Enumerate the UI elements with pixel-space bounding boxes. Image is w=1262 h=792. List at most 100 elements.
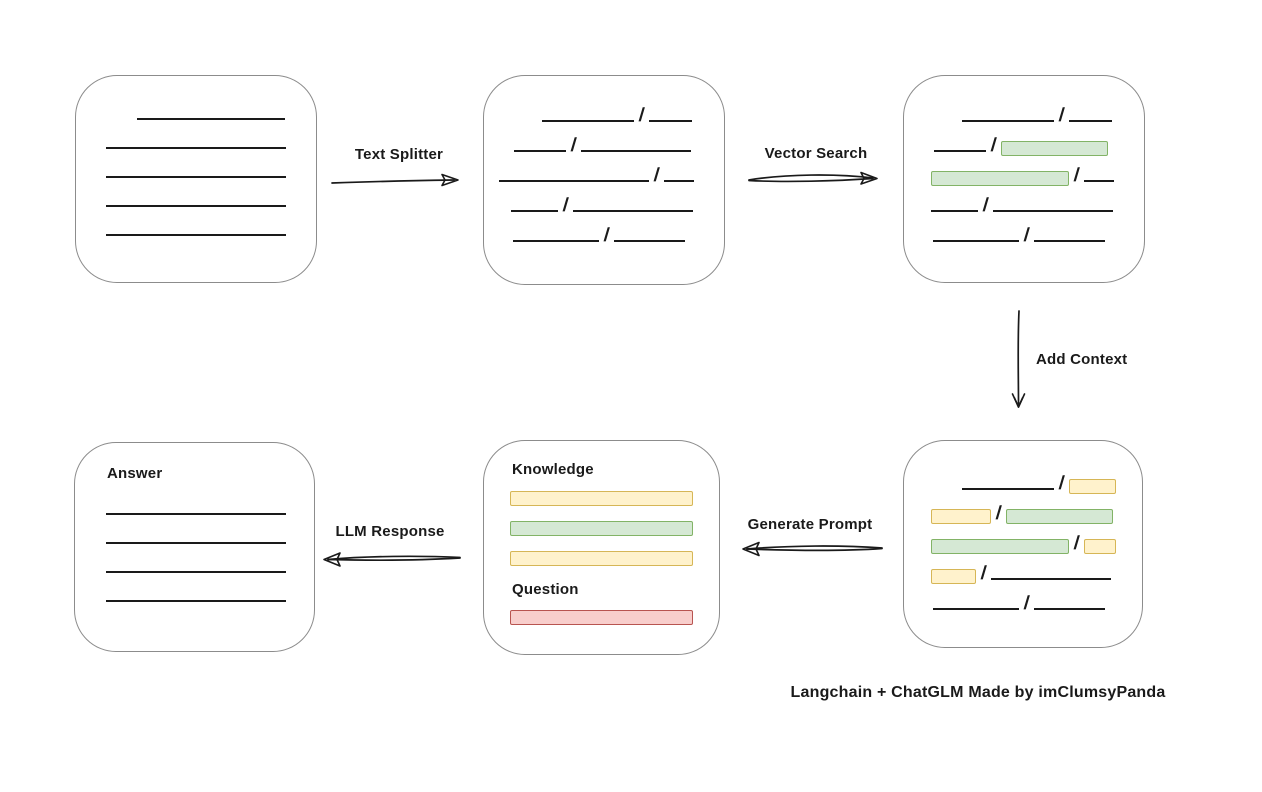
- split-chunks-node: / / / / /: [483, 75, 725, 285]
- text-line-segment: [993, 210, 1114, 212]
- answer-label: Answer: [107, 465, 163, 482]
- credit-caption: Langchain + ChatGLM Made by imClumsyPand…: [790, 684, 1166, 701]
- text-line: [106, 149, 286, 178]
- text-line-segment: [499, 180, 649, 182]
- text-line-segment: [1034, 240, 1106, 242]
- separator-slash: /: [994, 503, 1003, 524]
- yellow-chunk: [931, 509, 991, 524]
- matched-chunks-rows: /////: [904, 76, 1144, 246]
- text-line-segment: [511, 210, 558, 212]
- separator-slash: /: [1057, 473, 1066, 494]
- green-chunk: [931, 171, 1069, 186]
- text-line-segment: [934, 150, 986, 152]
- chunk-row: /: [931, 182, 1144, 216]
- yellow-chunk: [931, 569, 976, 584]
- separator-slash: /: [1022, 225, 1031, 246]
- chunk-row: /: [962, 92, 1144, 126]
- separator-slash: /: [652, 165, 661, 186]
- yellow-chunk: [1069, 479, 1117, 494]
- matched-chunks-node: /////: [903, 75, 1145, 283]
- text-line-segment: [514, 150, 566, 152]
- add-context-arrow: [1011, 310, 1026, 408]
- text-line-segment: [931, 210, 978, 212]
- text-line: [106, 178, 286, 207]
- knowledge-label: Knowledge: [512, 461, 594, 478]
- split-chunks-rows: / / / / /: [484, 76, 724, 246]
- green-chunk: [510, 521, 693, 536]
- generate-prompt-arrow: [742, 541, 883, 557]
- knowledge-bars: [484, 491, 719, 581]
- text-line-segment: [573, 210, 694, 212]
- text-line-segment: [1034, 608, 1106, 610]
- text-line-segment: [1084, 180, 1115, 182]
- separator-slash: /: [979, 563, 988, 584]
- text-line-segment: [614, 240, 686, 242]
- context-chunks-rows: / / / / /: [904, 441, 1142, 614]
- text-line-segment: [1069, 120, 1113, 122]
- prompt-node: Knowledge Question: [483, 440, 720, 655]
- add-context-label: Add Context: [1036, 351, 1128, 368]
- chunk-row: /: [931, 152, 1144, 186]
- text-line: [106, 207, 286, 236]
- yellow-chunk: [1084, 539, 1117, 554]
- text-line: [106, 573, 286, 602]
- green-chunk: [1001, 141, 1109, 156]
- separator-slash: /: [569, 135, 578, 156]
- separator-slash: /: [981, 195, 990, 216]
- text-line-segment: [933, 240, 1019, 242]
- chunk-row: [510, 491, 719, 521]
- green-chunk: [1006, 509, 1114, 524]
- chunk-row: /: [933, 212, 1144, 246]
- context-chunks-node: / / / / /: [903, 440, 1143, 648]
- chunk-row: /: [499, 152, 724, 186]
- chunk-row: /: [514, 122, 724, 156]
- chunk-row: /: [931, 490, 1142, 524]
- llm-response-arrow: [323, 552, 461, 567]
- text-line-segment: [513, 240, 599, 242]
- chunk-row: /: [962, 460, 1142, 494]
- document-lines: [76, 76, 316, 236]
- text-line-segment: [991, 578, 1112, 580]
- yellow-chunk: [510, 551, 693, 566]
- text-line-segment: [933, 608, 1019, 610]
- question-bar: [484, 610, 719, 640]
- vector-search-arrow: [748, 171, 878, 185]
- text-line: [106, 120, 286, 149]
- separator-slash: /: [602, 225, 611, 246]
- chunk-row: /: [933, 580, 1142, 614]
- separator-slash: /: [637, 105, 646, 126]
- chunk-row: /: [542, 92, 724, 126]
- red-chunk: [510, 610, 693, 625]
- text-splitter-label: Text Splitter: [354, 146, 444, 163]
- answer-node: Answer: [74, 442, 315, 652]
- separator-slash: /: [1072, 165, 1081, 186]
- chunk-row: [510, 521, 719, 551]
- text-line: [106, 486, 286, 515]
- text-line: [106, 544, 286, 573]
- chunk-row: /: [931, 520, 1142, 554]
- generate-prompt-label: Generate Prompt: [747, 516, 873, 533]
- yellow-chunk: [510, 491, 693, 506]
- question-label: Question: [512, 581, 579, 598]
- chunk-row: [510, 551, 719, 581]
- separator-slash: /: [1072, 533, 1081, 554]
- text-line: [106, 515, 286, 544]
- chunk-row: /: [511, 182, 724, 216]
- text-line-segment: [581, 150, 692, 152]
- document-node: [75, 75, 317, 283]
- text-line-segment: [664, 180, 695, 182]
- vector-search-label: Vector Search: [764, 145, 868, 162]
- chunk-row: /: [513, 212, 724, 246]
- text-line-segment: [649, 120, 693, 122]
- answer-lines: [75, 486, 314, 602]
- text-line: [137, 91, 285, 120]
- llm-response-label: LLM Response: [335, 523, 445, 540]
- separator-slash: /: [561, 195, 570, 216]
- green-chunk: [931, 539, 1069, 554]
- text-line-segment: [542, 120, 634, 122]
- text-line-segment: [962, 488, 1054, 490]
- chunk-row: [510, 610, 719, 640]
- text-splitter-arrow: [331, 173, 459, 187]
- separator-slash: /: [1022, 593, 1031, 614]
